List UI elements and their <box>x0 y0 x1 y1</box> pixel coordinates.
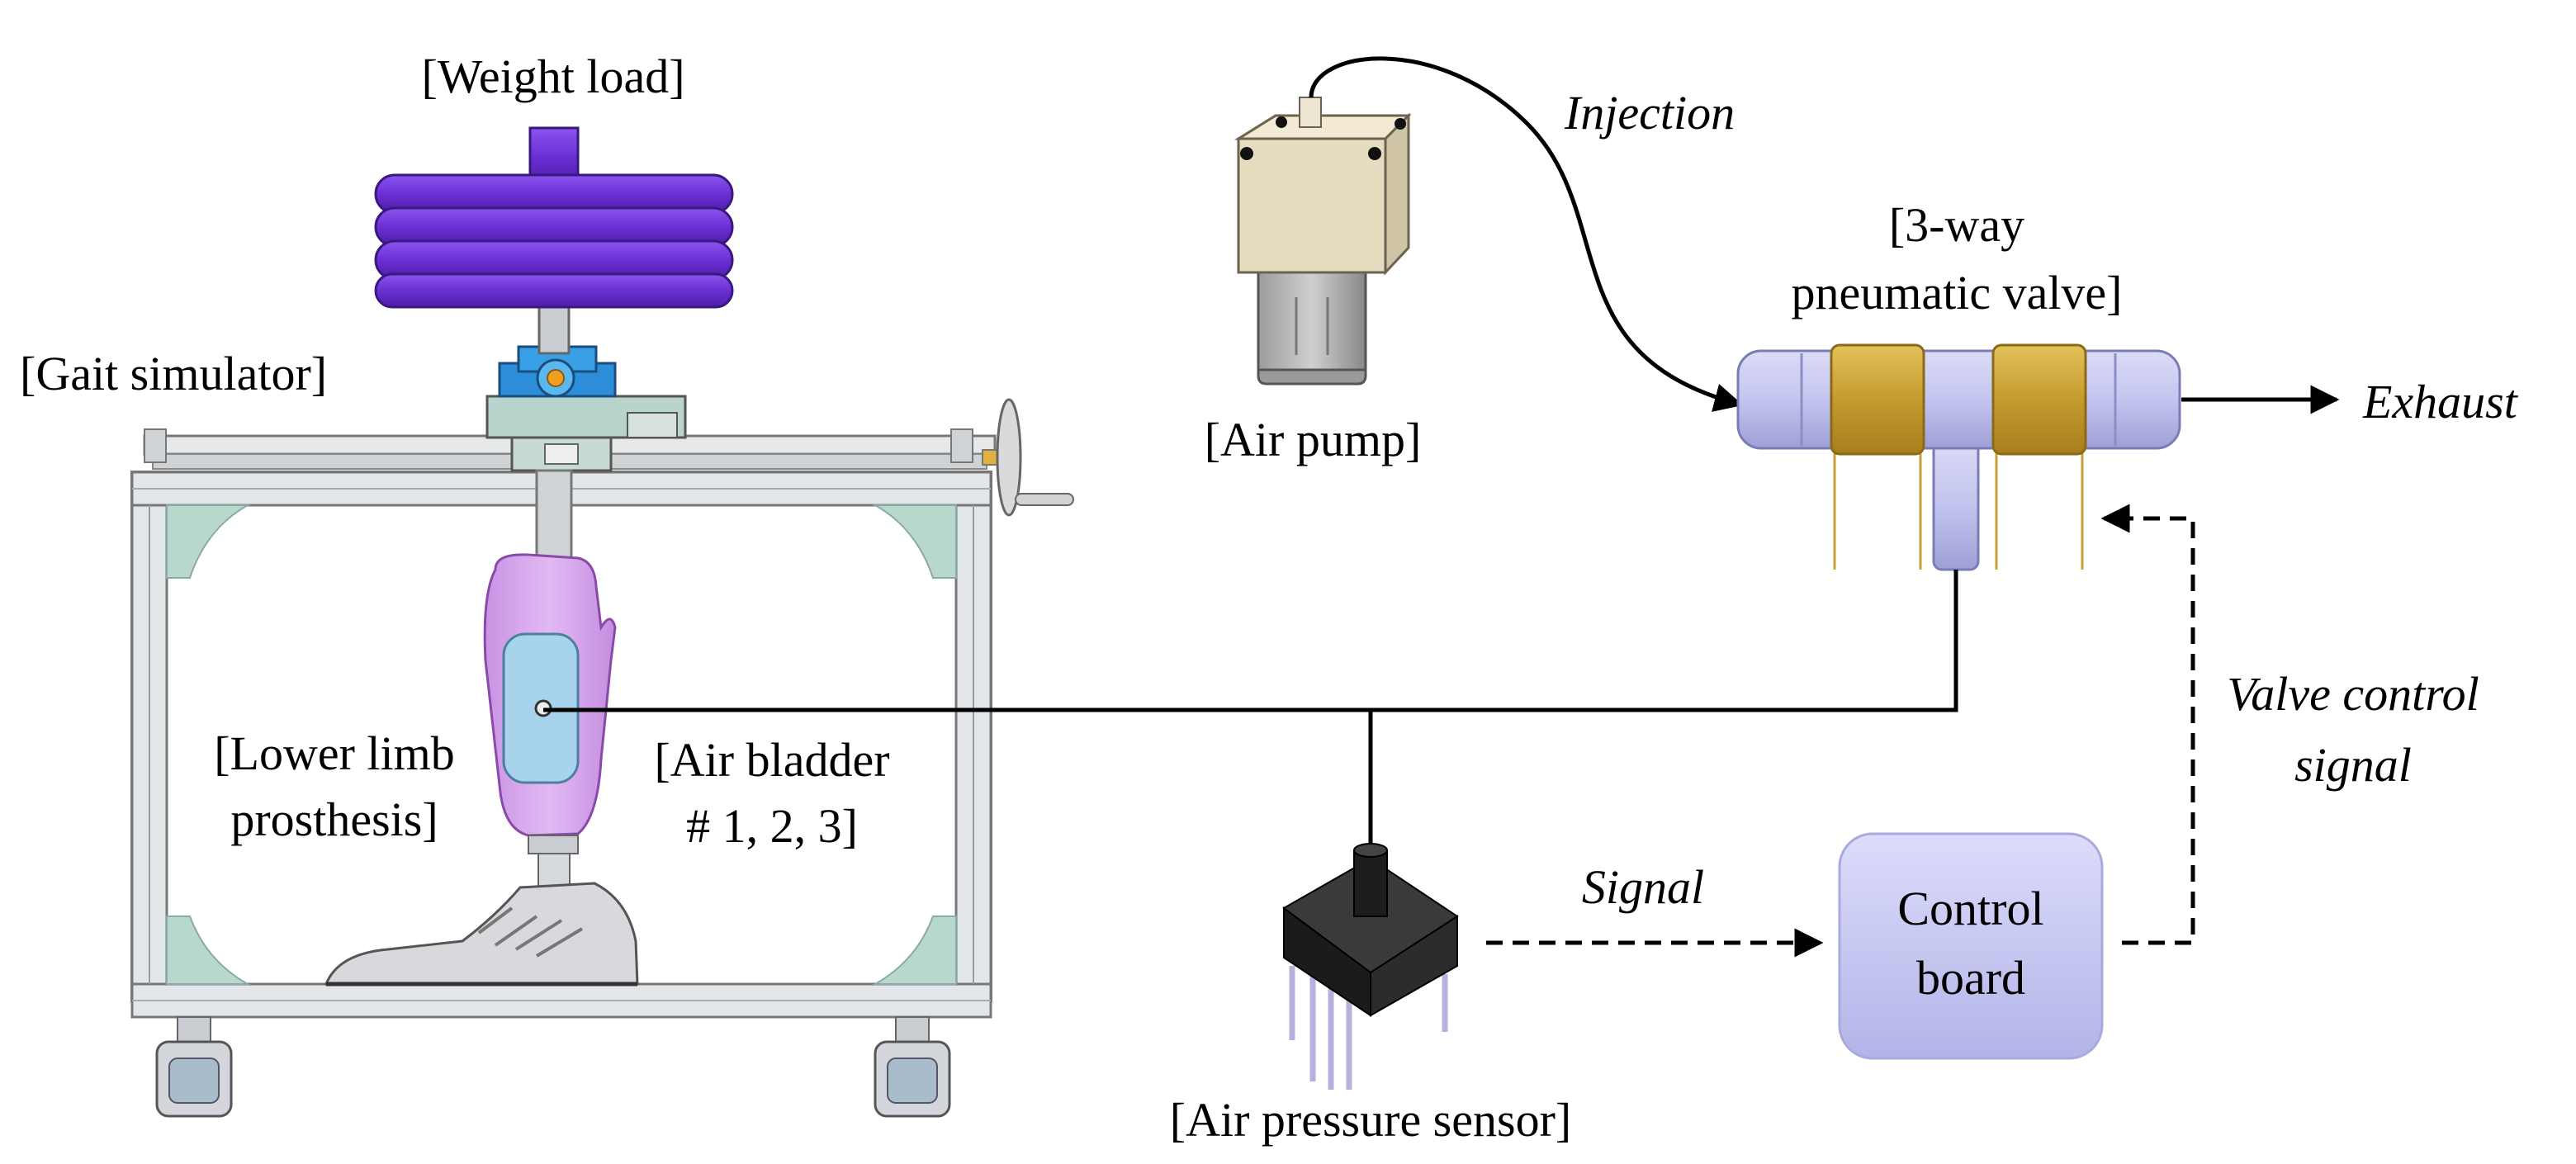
carriage-block <box>485 395 687 472</box>
caster-right <box>874 1016 951 1118</box>
injection-label: Injection <box>1565 86 1735 140</box>
air-tube-valve-bladder <box>543 570 1958 712</box>
prosthesis-pylon <box>535 469 573 563</box>
valve-control-label-line1: Valve control <box>2227 667 2479 721</box>
weight-plates <box>374 126 734 309</box>
lower-limb-label-line2: prosthesis] <box>230 793 438 846</box>
three-way-pneumatic-valve <box>1736 343 2181 571</box>
lower-limb-label-line1: [Lower limb <box>214 726 455 780</box>
air-bladder-label-line2: # 1, 2, 3] <box>686 799 858 853</box>
valve-control-label-line2: signal <box>2294 738 2412 792</box>
air-pressure-sensor-label: [Air pressure sensor] <box>1169 1093 1572 1147</box>
air-pump-label: [Air pump] <box>1204 413 1422 466</box>
valve-control-signal-arrow <box>2100 504 2195 945</box>
signal-label: Signal <box>1581 860 1705 914</box>
injection-tube <box>1309 56 1744 412</box>
gait-simulator-label: [Gait simulator] <box>20 347 328 400</box>
control-board-label-line2: board <box>1915 951 2026 1005</box>
weight-load-label: [Weight load] <box>421 50 685 103</box>
exhaust-label: Exhaust <box>2363 375 2517 428</box>
caster-left <box>155 1016 233 1118</box>
valve-label-line2: pneumatic valve] <box>1791 266 2123 319</box>
valve-label-line1: [3-way <box>1888 198 2025 252</box>
prosthetic-foot-shoe <box>324 882 639 987</box>
air-pressure-sensor <box>1282 843 1459 1090</box>
control-board-label-line1: Control <box>1897 882 2044 935</box>
hand-crank <box>982 398 1074 517</box>
control-board-box <box>1838 832 2104 1060</box>
air-pump <box>1234 97 1412 386</box>
air-bladder-label-line1: [Air bladder <box>654 733 890 787</box>
bearing-block <box>498 345 617 398</box>
